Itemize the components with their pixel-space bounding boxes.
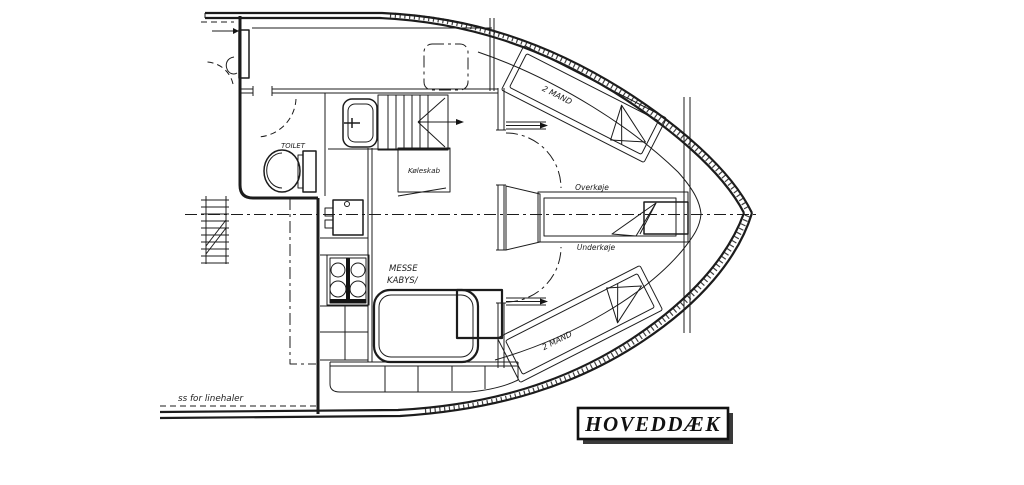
deck-title: HOVEDDÆK [584, 412, 721, 436]
toilet-label: TOILET [281, 142, 306, 150]
staircase [377, 94, 464, 151]
fridge-label: Køleskab [408, 166, 441, 175]
fore-door-swing-upper [505, 132, 562, 189]
berth-fore-lower-label: 2 MAND [541, 329, 574, 352]
toilet-bowl [263, 149, 317, 193]
mess-seat [455, 288, 504, 340]
berth-fore-upper: 2 MAND [501, 45, 667, 163]
berth-fore-lower: 2 MAND [497, 265, 663, 383]
title-box: HOVEDDÆK [576, 406, 733, 444]
galley-counter [320, 148, 373, 362]
sink [342, 98, 378, 148]
bunk-lower-label: Underkøje [577, 243, 616, 252]
galley-sink-unit [324, 199, 364, 236]
exterior-door [205, 28, 250, 85]
bunk-center: Overkøje Underkøje [505, 183, 689, 252]
mess-area: MESSE KABYS/ [329, 264, 519, 393]
forepeak-frame [683, 97, 691, 333]
mess-label-line2: KABYS/ [387, 276, 419, 286]
door-threshold-upper [506, 121, 548, 130]
toilet-door-swing [257, 98, 297, 138]
bench-seat [329, 361, 519, 393]
line-hauler-label: ss for linehaler [178, 394, 245, 404]
mess-table [372, 288, 480, 364]
stove [326, 254, 370, 306]
bulwark-hatching [201, 12, 751, 414]
refrigerator: Køleskab [328, 147, 451, 197]
bunk-upper-label: Overkøje [575, 183, 609, 192]
fore-cabin-bulkhead [496, 88, 562, 368]
door-threshold-lower [506, 297, 548, 306]
title-box-frame [576, 406, 730, 441]
deckhouse-walls [238, 16, 498, 414]
berth-fore-upper-label: 2 MAND [541, 84, 574, 107]
toilet-room: TOILET [257, 98, 317, 193]
fore-door-swing-lower [505, 246, 562, 303]
hull-outline [159, 11, 754, 420]
line-hauler-note: ss for linehaler [160, 394, 316, 407]
overhead-hatch [423, 43, 469, 91]
stairs-direction-arrow [456, 119, 464, 125]
mess-label-line1: MESSE [389, 264, 418, 274]
deck-opening-centerline [289, 198, 316, 365]
ladder [201, 196, 229, 264]
